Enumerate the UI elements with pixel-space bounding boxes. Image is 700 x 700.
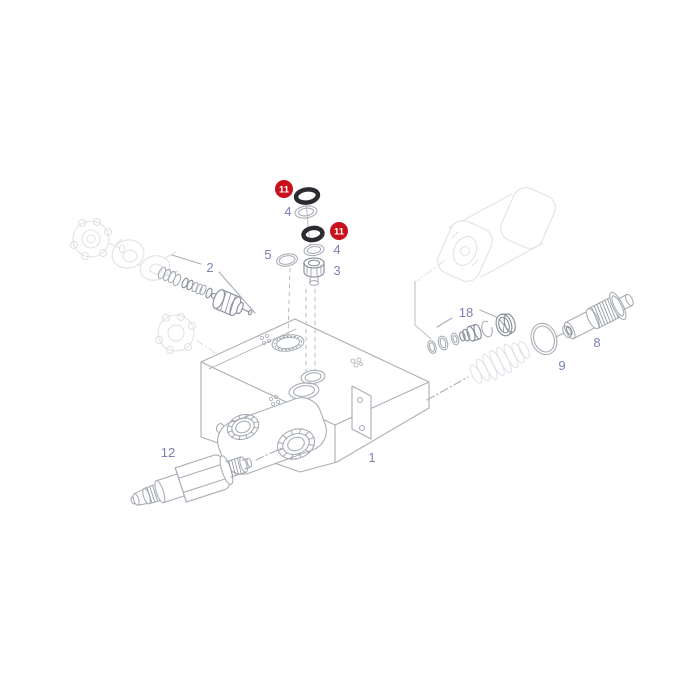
part-18-cartridge-kit [427, 309, 516, 354]
part-label-9: 9 [558, 358, 565, 373]
part-2-leader-line [171, 254, 256, 314]
ghost-spring [469, 341, 530, 384]
part-label-3: 3 [333, 263, 340, 278]
part-label-4-upper: 4 [284, 204, 291, 219]
threaded-port-right [276, 428, 316, 460]
part-11-oring-upper [293, 187, 321, 205]
part-8-plug [562, 291, 634, 340]
part-label-1: 1 [368, 450, 375, 465]
part-4-ring-upper [294, 205, 318, 219]
ghost-control-knob-assembly [70, 218, 179, 281]
axis-leader-line-right [426, 332, 565, 401]
part-label-18: 18 [459, 305, 473, 320]
part-5-washer [276, 253, 298, 267]
screw-marks [259, 333, 363, 406]
highlight-badge-11-lower: 11 [330, 222, 348, 240]
part-11-oring-lower [301, 225, 325, 243]
part-12-relief-valve [130, 446, 285, 506]
threaded-port-left [226, 413, 260, 441]
part-label-5: 5 [264, 247, 271, 262]
part-label-8: 8 [593, 335, 600, 350]
part-9-oring [530, 322, 558, 356]
part-label-4-lower: 4 [333, 242, 340, 257]
solenoid-leader-line [414, 260, 445, 340]
part-2-adjuster-assembly [157, 266, 253, 317]
badge-11-lower-text: 11 [334, 227, 345, 238]
part-3-gland [303, 257, 325, 286]
part-label-12: 12 [161, 445, 175, 460]
part-4-ring-lower [303, 243, 325, 257]
ghost-solenoid [437, 187, 556, 282]
highlight-badge-11-upper: 11 [275, 180, 293, 198]
valve-body-part-1 [200, 318, 430, 475]
part-label-2: 2 [206, 260, 213, 275]
badge-11-upper-text: 11 [279, 185, 290, 196]
